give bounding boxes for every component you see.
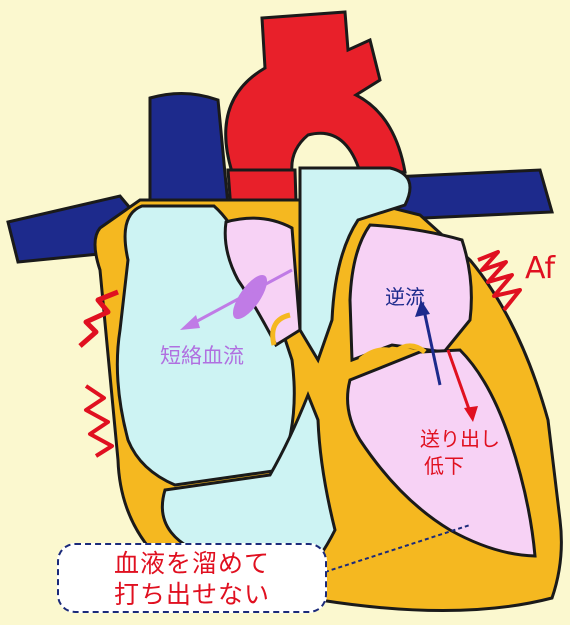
callout-line-2: 打ち出せない	[59, 579, 325, 610]
aorta	[226, 12, 405, 172]
superior-vena-cava	[150, 93, 228, 205]
regurgitation-label: 逆流	[385, 285, 425, 309]
af-label: Af	[525, 251, 556, 286]
output-label-line2: 低下	[424, 454, 464, 478]
output-label-line1: 送り出し	[420, 427, 500, 451]
callout-box: 血液を溜めて 打ち出せない	[57, 543, 327, 613]
zigzag-wave-icon	[86, 386, 112, 456]
shunt-label: 短絡血流	[160, 344, 244, 368]
callout-line-1: 血液を溜めて	[59, 548, 325, 579]
